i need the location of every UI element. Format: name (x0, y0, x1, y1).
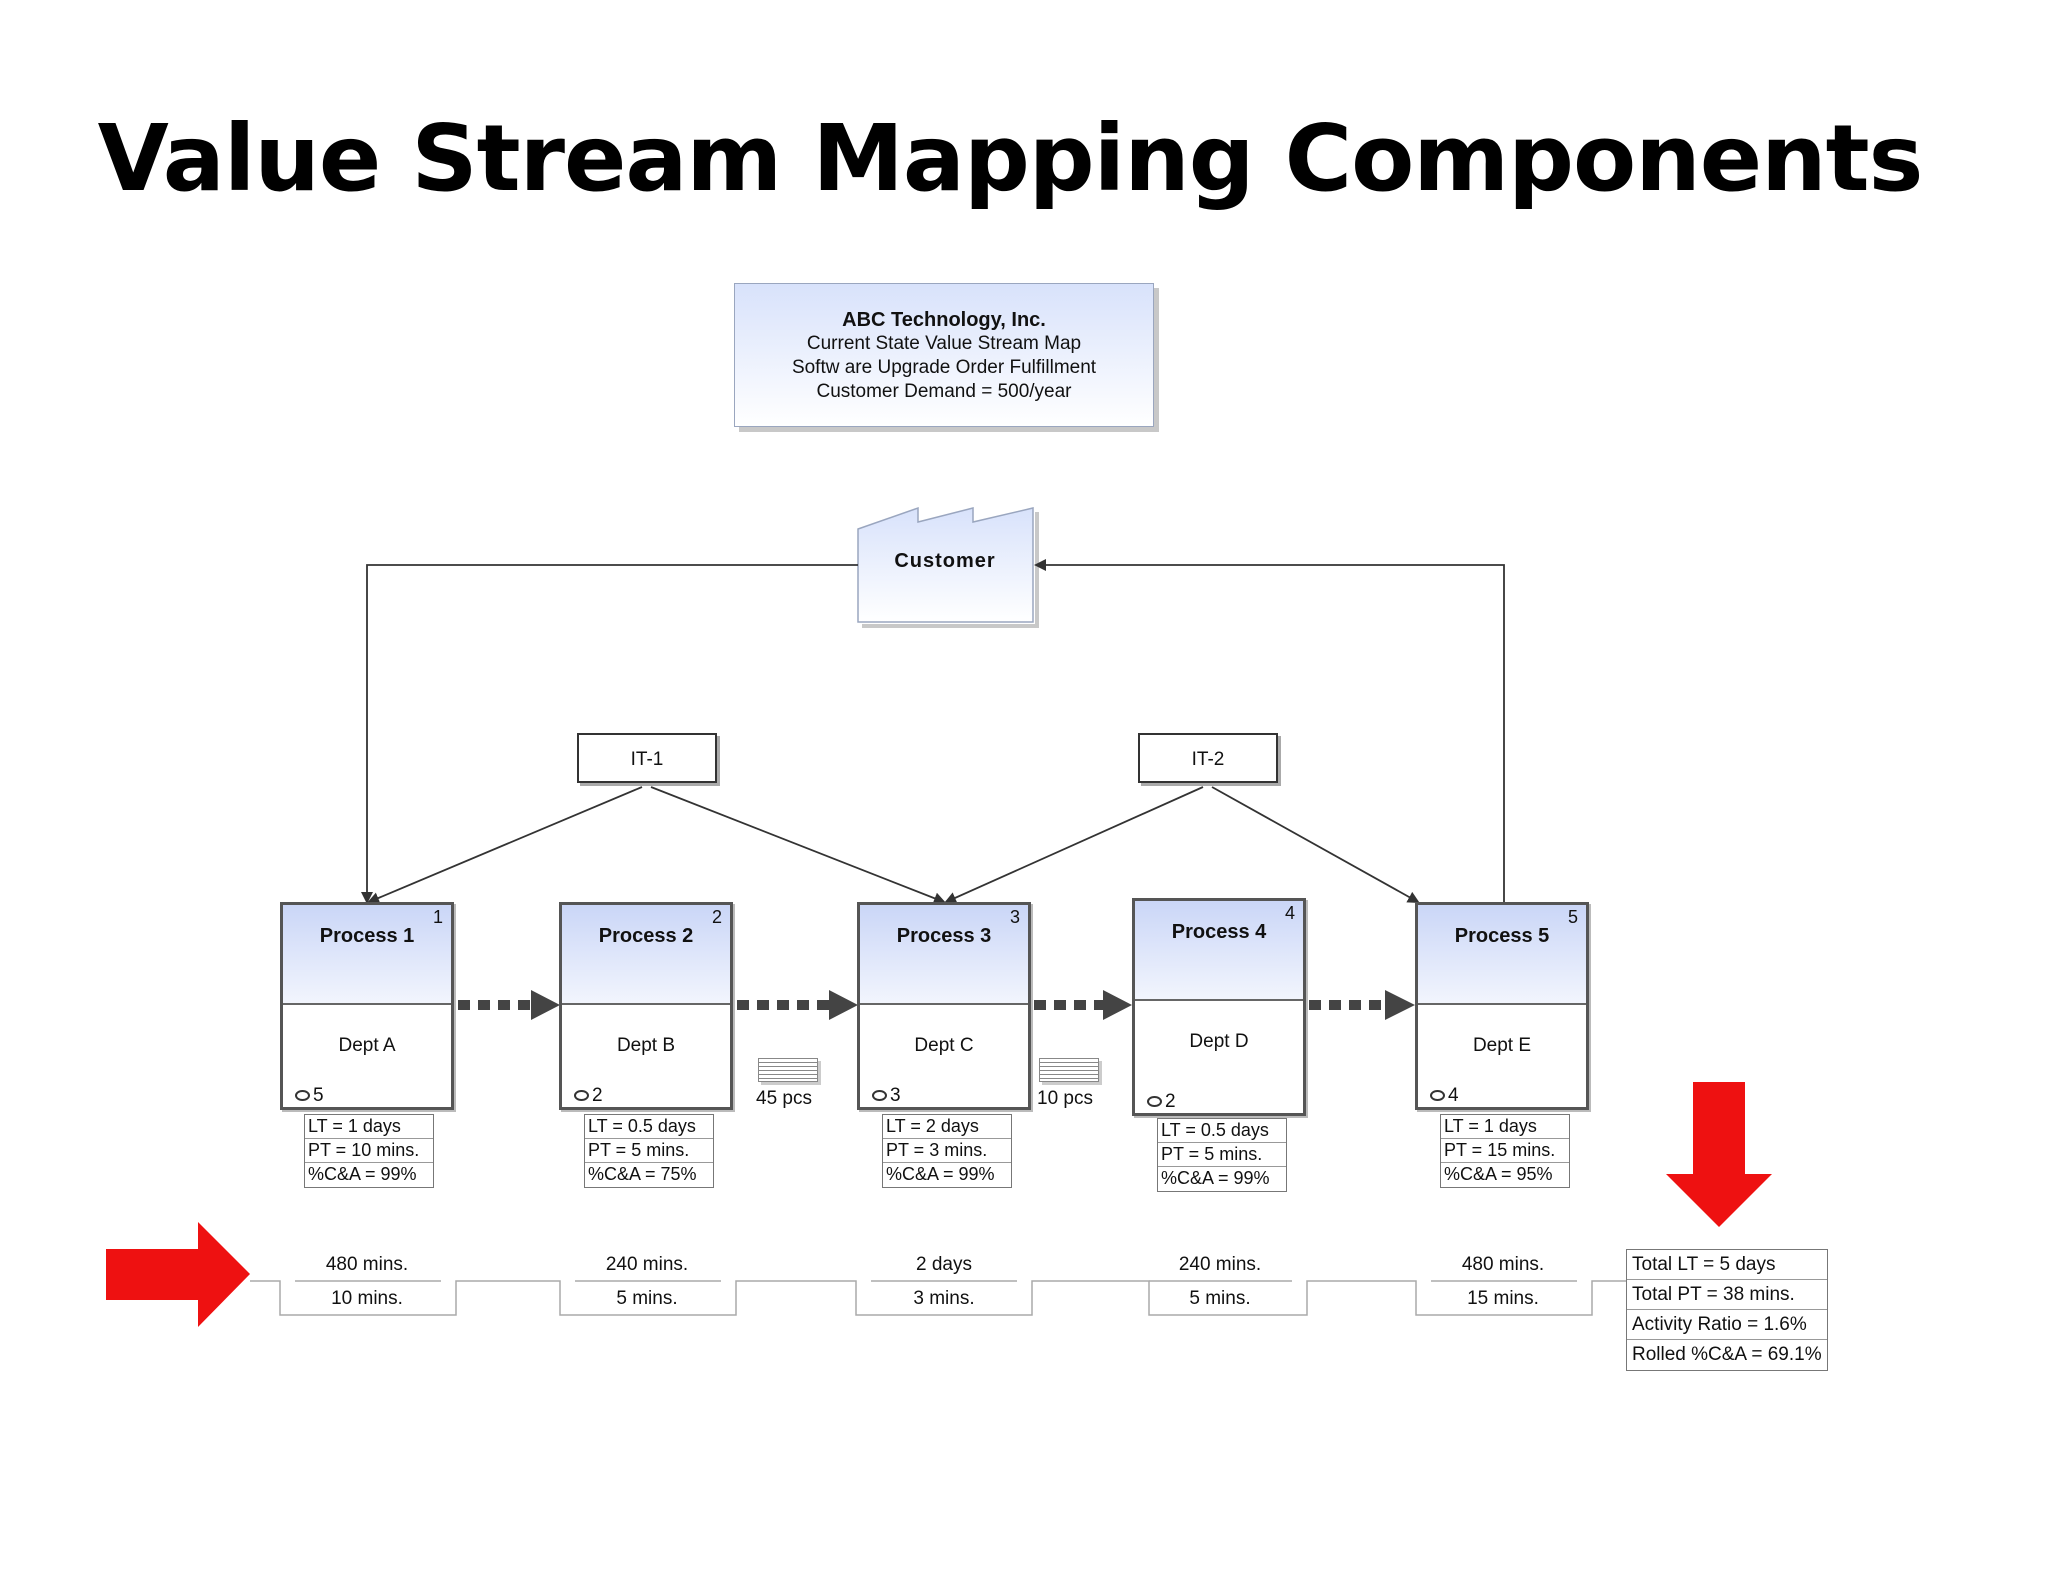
process-dept: Dept A (338, 1035, 396, 1056)
lead-time: LT = 1 days (1441, 1115, 1569, 1139)
process-box-5: Process 5 5 Dept E 4 (1415, 902, 1589, 1110)
it-system-2: IT-2 (1138, 733, 1278, 783)
operator-icon (1147, 1096, 1162, 1108)
process-name: Process 5 (1418, 905, 1586, 1005)
lead-time: LT = 1 days (305, 1115, 433, 1139)
process-dept: Dept D (1189, 1031, 1249, 1052)
lead-time: LT = 2 days (883, 1115, 1011, 1139)
timeline-lead-4: 240 mins. (1178, 1254, 1262, 1275)
info-flow-it1-to-process1 (367, 786, 643, 904)
percent-ca: %C&A = 75% (588, 1164, 697, 1184)
timeline-summary-box: Total LT = 5 days Total PT = 38 mins. Ac… (1626, 1249, 1828, 1371)
timeline-lead-2: 240 mins. (605, 1254, 689, 1275)
timeline-lead-3: 2 days (916, 1254, 972, 1275)
data-box-5: LT = 1 days PT = 15 mins. %C&A = 95% (1440, 1114, 1570, 1188)
header-line-1: Current State Value Stream Map (806, 333, 1082, 354)
operator-icon (574, 1090, 589, 1102)
process-name: Process 1 (283, 905, 451, 1005)
operator-count: 5 (295, 1085, 324, 1107)
process-number: 2 (711, 907, 722, 927)
process-time: PT = 5 mins. (585, 1139, 713, 1163)
info-flow-it2-to-process3 (944, 786, 1204, 904)
operator-count: 3 (872, 1085, 901, 1107)
operator-count: 4 (1430, 1085, 1459, 1107)
process-box-2: Process 2 2 Dept B 2 (559, 902, 733, 1110)
timeline-lead-1: 480 mins. (325, 1254, 409, 1275)
red-down-arrow (1666, 1082, 1772, 1227)
timeline-process-4: 5 mins. (1189, 1288, 1251, 1309)
operator-count: 2 (574, 1085, 603, 1107)
process-box-4: Process 4 4 Dept D 2 (1132, 898, 1306, 1116)
info-flow-it1-to-process3 (650, 786, 946, 904)
percent-ca: %C&A = 99% (886, 1164, 995, 1184)
percent-ca: %C&A = 95% (1444, 1164, 1553, 1184)
inventory-count-2: 10 pcs (1037, 1088, 1093, 1109)
percent-ca: %C&A = 99% (308, 1164, 417, 1184)
customer-factory-icon (857, 506, 1034, 623)
page-title: Value Stream Mapping Components (97, 105, 1924, 212)
process-time: PT = 3 mins. (883, 1139, 1011, 1163)
it-system-1: IT-1 (577, 733, 717, 783)
process-time: PT = 10 mins. (305, 1139, 433, 1163)
push-arrow-2-3 (737, 990, 858, 1020)
process-name: Process 3 (860, 905, 1028, 1005)
timeline-process-2: 5 mins. (616, 1288, 678, 1309)
process-name: Process 2 (562, 905, 730, 1005)
inventory-icon (1039, 1058, 1099, 1082)
header-line-2: Softw are Upgrade Order Fulfillment (791, 357, 1097, 378)
info-flow-customer-to-process1 (361, 564, 858, 904)
timeline-lead-5: 480 mins. (1461, 1254, 1545, 1275)
process-name: Process 4 (1135, 901, 1303, 1001)
process-box-1: Process 1 1 Dept A 5 (280, 902, 454, 1110)
rolled-ca: Rolled %C&A = 69.1% (1632, 1344, 1822, 1365)
push-arrow-3-4 (1034, 990, 1132, 1020)
info-flow-process5-to-customer (1034, 559, 1505, 902)
operator-icon (1430, 1090, 1445, 1102)
data-box-4: LT = 0.5 days PT = 5 mins. %C&A = 99% (1157, 1118, 1287, 1192)
operator-count: 2 (1147, 1091, 1176, 1113)
process-dept: Dept E (1472, 1035, 1532, 1056)
process-number: 4 (1284, 903, 1295, 923)
process-number: 5 (1567, 907, 1578, 927)
process-time: PT = 5 mins. (1158, 1143, 1286, 1167)
inventory-icon (758, 1058, 818, 1082)
data-box-2: LT = 0.5 days PT = 5 mins. %C&A = 75% (584, 1114, 714, 1188)
total-process-time: Total PT = 38 mins. (1627, 1280, 1827, 1310)
process-number: 3 (1009, 907, 1020, 927)
timeline-process-3: 3 mins. (913, 1288, 975, 1309)
percent-ca: %C&A = 99% (1161, 1168, 1270, 1188)
timeline-process-5: 15 mins. (1467, 1288, 1539, 1309)
process-dept: Dept C (914, 1035, 974, 1056)
process-time: PT = 15 mins. (1441, 1139, 1569, 1163)
process-dept: Dept B (616, 1035, 676, 1056)
timeline-ladder (250, 1280, 1626, 1316)
operator-icon (872, 1090, 887, 1102)
process-box-3: Process 3 3 Dept C 3 (857, 902, 1031, 1110)
operator-icon (295, 1090, 310, 1102)
map-header-box: ABC Technology, Inc. Current State Value… (734, 283, 1154, 427)
push-arrow-1-2 (458, 990, 560, 1020)
company-name: ABC Technology, Inc. (842, 309, 1046, 331)
timeline-process-1: 10 mins. (331, 1288, 403, 1309)
data-box-1: LT = 1 days PT = 10 mins. %C&A = 99% (304, 1114, 434, 1188)
red-right-arrow (106, 1222, 250, 1327)
total-lead-time: Total LT = 5 days (1627, 1250, 1827, 1280)
lead-time: LT = 0.5 days (585, 1115, 713, 1139)
header-line-3: Customer Demand = 500/year (816, 381, 1072, 402)
customer-label: Customer (894, 550, 996, 572)
lead-time: LT = 0.5 days (1158, 1119, 1286, 1143)
push-arrow-4-5 (1309, 990, 1415, 1020)
data-box-3: LT = 2 days PT = 3 mins. %C&A = 99% (882, 1114, 1012, 1188)
process-number: 1 (432, 907, 443, 927)
activity-ratio: Activity Ratio = 1.6% (1627, 1310, 1827, 1340)
info-flow-it2-to-process5 (1211, 786, 1420, 903)
inventory-count-1: 45 pcs (756, 1088, 812, 1109)
